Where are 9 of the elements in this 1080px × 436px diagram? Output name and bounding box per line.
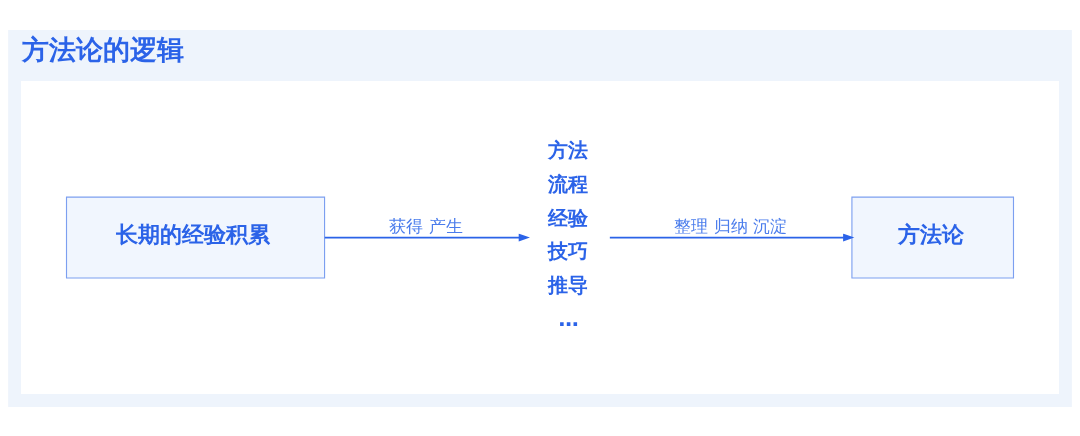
node-box: 方法论 — [851, 196, 1015, 279]
cluster — [21, 80, 1059, 394]
arrow — [609, 233, 855, 241]
diagram-title: 方法论的逻辑 — [21, 33, 184, 65]
edge-label: 获得 产生 — [389, 215, 463, 236]
node-text: 方法 流程 经验 技巧 推导 … — [548, 137, 589, 331]
edge-label: 整理 归纳 沉淀 — [674, 215, 788, 236]
arrow — [323, 233, 530, 241]
node-box: 长期的经验积累 — [65, 196, 326, 279]
